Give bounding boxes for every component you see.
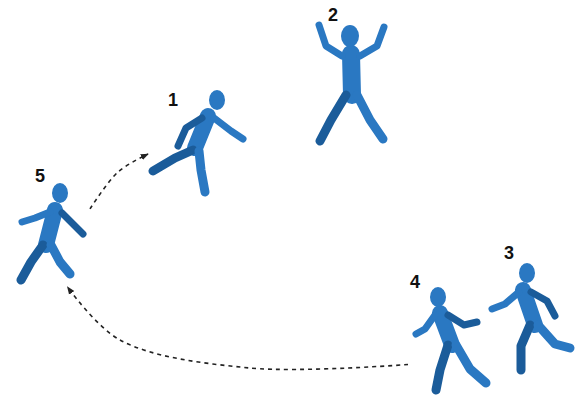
body-part (538, 325, 570, 348)
head (519, 263, 535, 283)
body-part (531, 292, 555, 316)
movement-arrow (90, 154, 148, 209)
body-part (448, 315, 477, 325)
player-figure: 4 (408, 272, 493, 397)
head (341, 25, 359, 47)
player-figure: 1 (148, 88, 248, 198)
player-figure: 2 (313, 5, 393, 147)
player-figure: 5 (15, 165, 90, 287)
callout-number: 4 (410, 272, 420, 292)
player-silhouette (313, 5, 393, 147)
head (430, 287, 446, 307)
body-part (214, 118, 243, 139)
body-part (62, 213, 83, 234)
body-part (357, 95, 383, 139)
player-silhouette (148, 88, 248, 198)
body-part (21, 245, 43, 280)
body-part (153, 150, 193, 171)
body-part (360, 27, 384, 56)
movement-arrow (68, 287, 409, 369)
body-part (456, 345, 486, 383)
callout-number: 2 (328, 5, 338, 25)
body-part (22, 212, 50, 222)
body-part (351, 54, 352, 95)
callout-number: 5 (35, 166, 45, 186)
head (52, 183, 68, 203)
callout-number: 1 (168, 90, 178, 110)
head (209, 90, 225, 110)
player-figure: 3 (486, 243, 576, 378)
callout-number: 3 (504, 243, 514, 263)
body-part (436, 345, 448, 390)
player-silhouette (486, 243, 576, 378)
player-silhouette (408, 272, 493, 397)
body-part (521, 325, 530, 370)
body-part (320, 95, 346, 141)
body-part (416, 315, 435, 334)
body-part (199, 151, 205, 192)
body-part (178, 118, 202, 146)
body-part (319, 25, 342, 56)
body-part (51, 245, 70, 274)
player-silhouette (15, 165, 90, 287)
body-part (492, 292, 519, 309)
